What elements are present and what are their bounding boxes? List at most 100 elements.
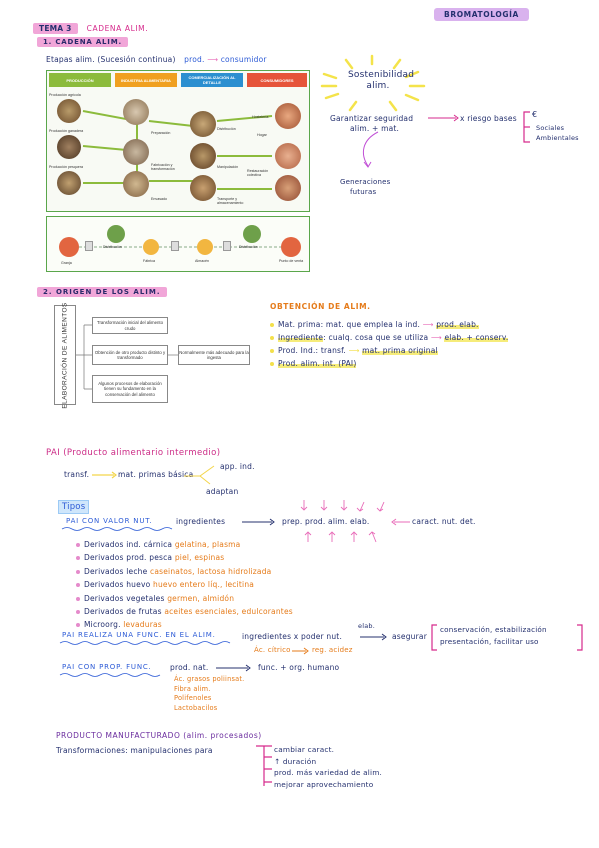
lbl-manipulacion: Manipulación xyxy=(217,165,239,169)
list-item: Ác. grasos poliinsat. xyxy=(174,675,245,683)
arrow-icon xyxy=(92,471,117,479)
tema-title: CADENA ALIM. xyxy=(86,24,149,33)
curved-arrow-icon xyxy=(362,131,379,168)
almacen-icon xyxy=(197,239,213,255)
lbl-pesquera: Producción pesquera xyxy=(49,165,83,169)
doc-icon xyxy=(171,241,179,251)
mat-primas-label: mat. primas básica xyxy=(118,470,194,479)
func-ingredientes: ingredientes x poder nut. xyxy=(242,632,343,641)
lbl-transporte: Transporte y almacenamiento xyxy=(217,197,244,205)
list-item: Lactobacilos xyxy=(174,703,218,712)
arrow-left-icon xyxy=(391,518,410,526)
side-connector xyxy=(168,354,178,356)
lbl-preparacion: Preparación xyxy=(151,131,171,135)
elaboracion-label: ELABORACIÓN DE ALIMENTOS xyxy=(61,301,69,409)
stage-comercializacion: COMERCIALIZACIÓN AL DETALLE xyxy=(181,73,243,87)
prep-prod-label: prep. prod. alim. elab. xyxy=(282,517,370,526)
app-ind-label: app. ind. xyxy=(220,462,255,471)
circle-fabricacion xyxy=(123,139,149,165)
bracket-icon xyxy=(523,111,530,143)
list-item: Derivados ind. cárnica gelatina, plasma xyxy=(76,538,293,551)
consumidor-label: consumidor xyxy=(220,55,267,64)
tema-header: TEMA 3 CADENA ALIM. xyxy=(33,16,148,35)
circle-ganadera xyxy=(57,135,81,159)
arrow-icon: ⟶ xyxy=(207,55,219,64)
doc-icon xyxy=(223,241,231,251)
transf-label: transf. xyxy=(64,470,90,479)
lbl-ganadera: Producción ganadera xyxy=(49,129,84,133)
list-item: Derivados vegetales germen, almidón xyxy=(76,592,293,605)
prop-examples: Ác. grasos poliinsat. Fibra alim. Polife… xyxy=(174,675,244,713)
elaboracion-vertical-box: ELABORACIÓN DE ALIMENTOS xyxy=(54,301,76,409)
etapas-label: Etapas alim. (Sucesión continua) xyxy=(46,55,176,64)
list-item: mejorar aprovechamiento xyxy=(274,779,374,789)
lbl-almacen: Almacén xyxy=(195,259,209,263)
branch-arrows xyxy=(184,465,215,485)
fabrica-icon xyxy=(143,239,159,255)
func-org-label: func. + org. humano xyxy=(258,663,340,672)
transformaciones-label: Transformaciones: manipulaciones para xyxy=(56,746,213,755)
bracket-left-icon xyxy=(431,624,437,651)
lbl-envasado: Envasado xyxy=(151,197,167,201)
circle-restauracion xyxy=(275,175,301,201)
chain-arrows xyxy=(82,110,273,196)
ac-citrico: Ác. cítrico xyxy=(254,646,291,654)
func-opts2: presentación, facilitar uso xyxy=(440,637,539,646)
list-item: ↑ duración xyxy=(274,756,317,766)
lbl-fabricacion: Fabricación y transformación xyxy=(151,163,175,171)
box-adecuado: Normalmente más adecuado para la ingesta xyxy=(178,345,250,365)
reg-acidez: reg. acidez xyxy=(312,646,353,654)
lbl-granja: Granja xyxy=(61,261,72,265)
func-title: PAI REALIZA UNA FUNC. EN EL ALIM. xyxy=(62,631,216,639)
food-chain-diagram: PRODUCCIÓN INDUSTRIA ALIMENTARIA COMERCI… xyxy=(46,70,310,212)
pai-title: PAI (Producto alimentario intermedio) xyxy=(46,448,221,458)
section1-title: 1. CADENA ALIM. xyxy=(37,37,128,47)
derivados-list: Derivados ind. cárnica gelatina, plasma … xyxy=(76,538,293,632)
list-item: Ingrediente: cualq. cosa que se utiliza … xyxy=(270,331,509,344)
punto-venta-icon xyxy=(281,237,301,257)
list-item: Microorg. levaduras xyxy=(76,618,293,631)
circle-preparacion xyxy=(123,99,149,125)
generaciones-label: Generaciones xyxy=(340,178,391,186)
func-asegurar: asegurar xyxy=(392,632,427,641)
garantizar-line: Garantizar seguridad xyxy=(330,114,414,123)
riesgo-bases: x riesgo bases xyxy=(460,114,517,123)
prod-label: prod. xyxy=(184,55,205,64)
ambientales-label: Ambientales xyxy=(536,134,579,142)
elaboracion-connectors xyxy=(76,324,92,390)
lbl-hosteleria: Hostelería xyxy=(252,115,269,119)
section2-title: 2. ORIGEN DE LOS ALIM. xyxy=(37,287,167,297)
manufacturado-title: PRODUCTO MANUFACTURADO (alim. procesados… xyxy=(56,731,262,740)
futuras-label: futuras xyxy=(350,188,377,196)
valor-nut-title: PAI CON VALOR NUT. xyxy=(66,517,153,525)
wavy-underline xyxy=(59,641,231,645)
list-item: Mat. prima: mat. que emplea la ind. ⟶ pr… xyxy=(270,318,508,331)
tipos-label: Tipos xyxy=(58,500,90,514)
list-item: Derivados leche caseinatos, lactosa hidr… xyxy=(76,565,293,578)
list-item: Derivados prod. pesca piel, espinas xyxy=(76,551,293,564)
obtencion-list: Mat. prima: mat. que emplea la ind. ⟶ pr… xyxy=(270,318,509,370)
box-transformacion: Transformación inicial del alimento crud… xyxy=(92,317,168,334)
circle-hogar xyxy=(275,143,301,169)
lbl-distribucion1: Distribución xyxy=(103,245,122,249)
sostenibilidad-label: Sostenibilidad alim. xyxy=(348,70,415,91)
list-item: Fibra alim. xyxy=(174,684,211,693)
list-item: Polifenoles xyxy=(174,694,212,702)
circle-pesquera xyxy=(57,171,81,195)
elaboracion-diagram: ELABORACIÓN DE ALIMENTOS Transformación … xyxy=(54,301,254,409)
doc-icon xyxy=(85,241,93,251)
stage-industria: INDUSTRIA ALIMENTARIA xyxy=(115,73,177,87)
subject-title: BROMATOLOGÍA xyxy=(434,8,529,21)
lbl-hogar: Hogar xyxy=(257,133,267,137)
distribucion1-icon xyxy=(107,225,125,243)
arrow-icon xyxy=(428,114,459,122)
list-item: Derivados de frutas aceites esenciales, … xyxy=(76,605,293,618)
circle-hosteleria xyxy=(275,103,301,129)
lbl-distribucion: Distribución xyxy=(217,127,236,131)
list-item: cambiar caract. xyxy=(274,745,335,754)
lbl-fabrica: Fábrica xyxy=(143,259,155,263)
wavy-underline xyxy=(59,673,161,677)
list-item: Prod. alim. int. (PAI) xyxy=(270,357,508,370)
lbl-punto-venta: Punto de venta xyxy=(279,259,304,263)
func-elab: elab. xyxy=(358,622,375,630)
